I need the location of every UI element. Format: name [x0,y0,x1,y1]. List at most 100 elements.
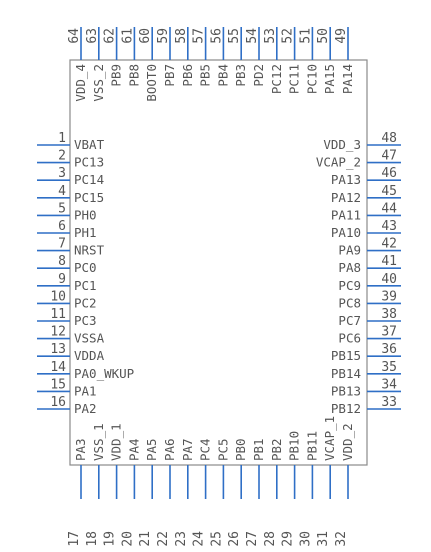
pin-label-top: PC12 [269,64,284,94]
pin-label-left: VDDA [74,348,105,363]
pin-number-bottom: 26 [227,531,242,547]
pin-number-bottom: 20 [120,531,135,547]
pin-label-right: VCAP_2 [316,155,361,170]
pin-number-top: 49 [334,28,349,44]
pin-label-top: PB4 [215,64,230,87]
pin-label-right: PA12 [331,190,361,205]
pin-number-left: 4 [58,184,66,199]
pin-number-right: 43 [381,219,397,234]
pin-label-right: PC8 [338,295,361,310]
pin-label-top: BOOT0 [144,64,159,102]
pin-number-left: 14 [50,360,66,375]
pin-label-left: PC2 [74,295,97,310]
pin-label-top: PB8 [126,64,141,87]
pin-label-top: VSS_2 [91,64,106,102]
pin-number-bottom: 27 [245,531,260,547]
pin-number-bottom: 28 [263,531,278,547]
pin-number-right: 34 [381,377,397,392]
pin-number-bottom: 22 [156,531,171,547]
pin-label-top: PB5 [198,64,213,87]
pin-label-top: PC11 [287,64,302,94]
pin-number-bottom: 31 [316,531,331,547]
pin-label-right: PC7 [338,313,361,328]
chip-body [69,59,368,466]
pin-label-right: PA10 [331,225,361,240]
pin-label-right: PC6 [338,331,361,346]
pin-number-bottom: 24 [192,531,207,547]
pin-label-bottom: VDD_2 [340,423,355,461]
pin-number-left: 3 [58,166,66,181]
pin-label-right: PB12 [331,401,361,416]
pin-number-right: 33 [381,395,397,410]
pin-number-bottom: 32 [334,531,349,547]
pin-number-bottom: 29 [281,531,296,547]
pin-number-right: 44 [381,201,397,216]
pin-number-top: 63 [85,28,100,44]
pin-label-top: PB3 [233,64,248,87]
pin-label-bottom: PA6 [162,438,177,461]
pin-number-bottom: 19 [103,531,118,547]
pin-number-top: 54 [245,28,260,44]
pin-number-bottom: 23 [174,531,189,547]
pin-number-top: 53 [263,28,278,44]
pin-label-right: PB13 [331,383,361,398]
pin-number-left: 16 [50,395,66,410]
pin-number-right: 36 [381,342,397,357]
pin-label-left: PH1 [74,225,97,240]
pin-number-bottom: 25 [209,531,224,547]
pin-label-bottom: PA5 [144,438,159,461]
pin-label-right: VDD_3 [323,137,361,152]
pin-number-top: 57 [192,28,207,44]
pin-label-bottom: PB2 [269,438,284,461]
pin-label-top: PD2 [251,64,266,87]
pin-label-right: PB14 [331,366,361,381]
pin-number-right: 47 [381,149,397,164]
pin-number-left: 11 [50,307,66,322]
pin-number-left: 5 [58,201,66,216]
pin-label-right: PC9 [338,278,361,293]
pin-number-left: 10 [50,289,66,304]
pin-label-bottom: VSS_1 [91,423,106,461]
pin-label-right: PA13 [331,172,361,187]
pin-number-right: 37 [381,325,397,340]
pin-label-top: PA14 [340,64,355,94]
pin-label-bottom: PC5 [215,438,230,461]
pin-number-right: 35 [381,360,397,375]
pin-number-top: 52 [281,28,296,44]
pin-number-right: 39 [381,289,397,304]
pin-number-bottom: 30 [298,531,313,547]
pin-label-bottom: VCAP_1 [322,416,337,461]
pin-number-top: 50 [316,28,331,44]
pin-label-bottom: PB0 [233,438,248,461]
pin-label-top: VDD_4 [73,64,88,102]
pin-label-left: PH0 [74,207,97,222]
pin-number-bottom: 18 [85,531,100,547]
pin-label-top: PB6 [180,64,195,87]
pin-number-top: 62 [103,28,118,44]
pin-label-bottom: PA7 [180,438,195,461]
pin-number-top: 61 [120,28,135,44]
pin-number-right: 48 [381,131,397,146]
pin-label-left: NRST [74,243,105,258]
pin-number-left: 12 [50,325,66,340]
pin-label-left: PA0_WKUP [74,366,134,381]
pin-label-left: PA2 [74,401,97,416]
pin-number-left: 15 [50,377,66,392]
pin-label-bottom: VDD_1 [109,423,124,461]
pin-label-right: PA9 [338,243,361,258]
pin-label-bottom: PA3 [73,438,88,461]
pin-number-bottom: 21 [138,531,153,547]
pin-label-left: PC1 [74,278,97,293]
pin-label-top: PA15 [322,64,337,94]
pin-number-right: 42 [381,237,397,252]
pin-label-left: PC15 [74,190,104,205]
pin-label-left: PC3 [74,313,97,328]
pin-label-top: PB7 [162,64,177,87]
pin-number-right: 40 [381,272,397,287]
pin-number-bottom: 17 [67,531,82,547]
pin-label-left: PC13 [74,155,104,170]
pin-number-top: 59 [156,28,171,44]
